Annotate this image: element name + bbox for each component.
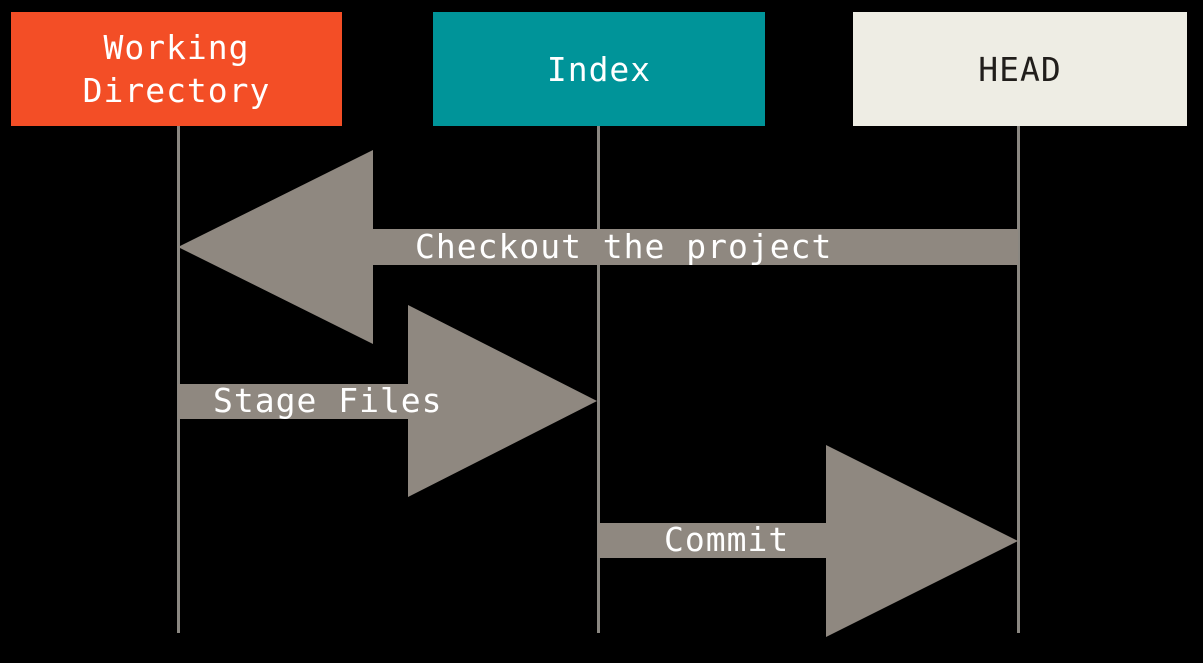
node-index-label: Index [546,49,652,89]
node-index: Index [433,12,765,126]
arrow-commit-label: Commit [664,520,790,559]
arrow-stage-files-right-arrowhead-icon [408,305,597,497]
lifeline-index [597,126,600,633]
arrow-checkout-shaft [373,229,1018,265]
arrow-commit-shaft [598,523,826,558]
arrow-checkout-label: Checkout the project [415,227,833,266]
lifeline-head [1017,126,1020,633]
arrow-checkout-left-arrowhead-icon [178,150,373,344]
node-working-directory: Working Directory [11,12,342,126]
node-working-directory-label: Working Directory [82,28,271,110]
arrow-commit-right-arrowhead-icon [826,445,1018,637]
arrow-stage-files-label: Stage Files [213,381,443,420]
node-head-label: HEAD [978,49,1062,89]
node-head: HEAD [853,12,1187,126]
arrow-stage-files-shaft [178,384,408,419]
lifeline-working-directory [177,126,180,633]
